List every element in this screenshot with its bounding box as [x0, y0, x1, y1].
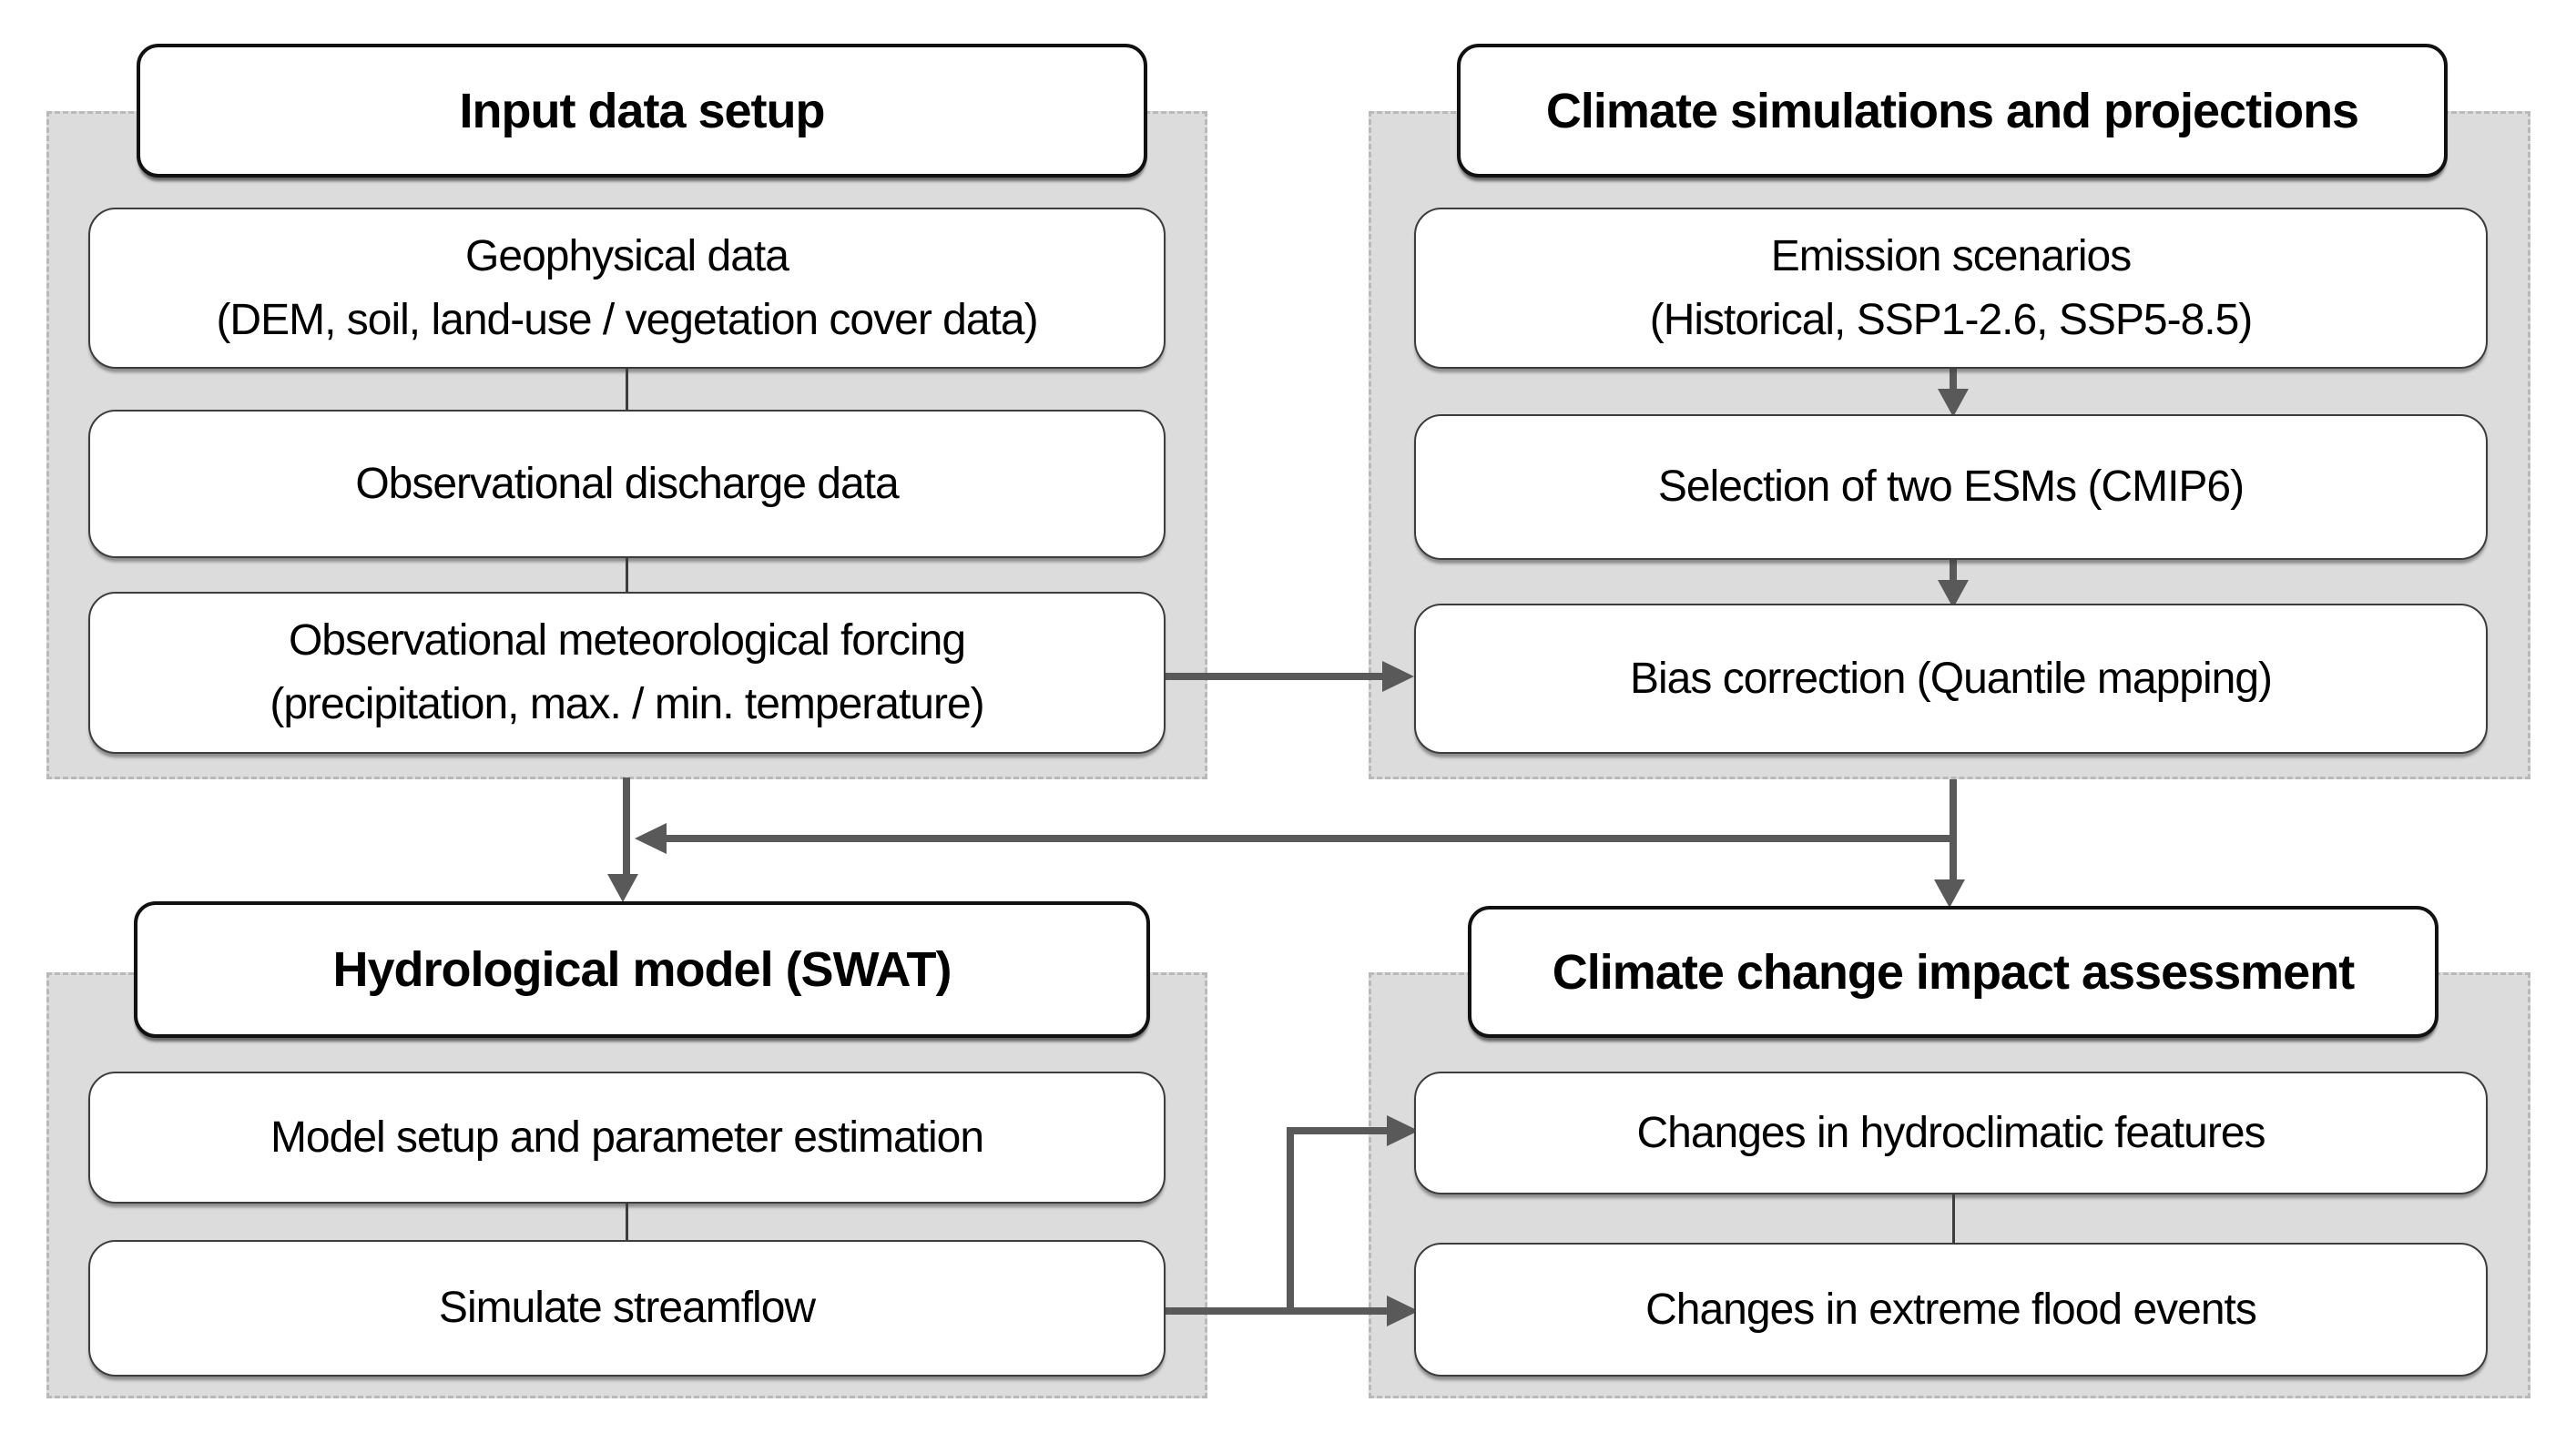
- box-emission-scenarios-line2: (Historical, SSP1-2.6, SSP5-8.5): [1649, 295, 2254, 344]
- box-model-setup-label: Model setup and parameter estimation: [270, 1113, 984, 1162]
- arrow-esm-to-bias-line: [1950, 558, 1957, 580]
- box-emission-scenarios-line1: Emission scenarios: [1770, 231, 2132, 280]
- arrow-climate-to-impact-line: [1950, 779, 1957, 879]
- box-esm-selection: Selection of two ESMs (CMIP6): [1414, 414, 2488, 560]
- arrow-input-to-hydro-head-icon: [607, 874, 638, 902]
- arrow-esm-to-bias-head-icon: [1938, 580, 1969, 608]
- box-emission-scenarios: Emission scenarios (Historical, SSP1-2.6…: [1414, 208, 2488, 369]
- title-climate-simulations: Climate simulations and projections: [1457, 44, 2448, 178]
- arrow-climate-to-impact-head-icon: [1934, 879, 1965, 908]
- arrow-emission-to-esm-head-icon: [1938, 389, 1969, 417]
- box-flood-changes: Changes in extreme flood events: [1414, 1243, 2488, 1377]
- box-simulate-streamflow: Simulate streamflow: [88, 1240, 1166, 1377]
- arrow-simulate-to-hydroclimatic-line: [1287, 1127, 1387, 1134]
- connector-geophysical-to-discharge: [626, 369, 628, 410]
- title-hydrological-model: Hydrological model (SWAT): [134, 901, 1150, 1038]
- box-observational-discharge: Observational discharge data: [88, 410, 1166, 558]
- box-meteorological-forcing: Observational meteorological forcing (pr…: [88, 592, 1166, 754]
- box-bias-correction-label: Bias correction (Quantile mapping): [1629, 654, 2273, 703]
- box-flood-changes-label: Changes in extreme flood events: [1645, 1285, 2257, 1334]
- arrow-forcing-to-bias-head-icon: [1382, 661, 1414, 692]
- box-model-setup: Model setup and parameter estimation: [88, 1072, 1166, 1204]
- connector-modelsetup-to-simulate: [626, 1204, 628, 1240]
- connector-discharge-to-forcing: [626, 558, 628, 592]
- box-geophysical-data-line1: Geophysical data: [465, 231, 789, 280]
- box-meteorological-forcing-line2: (precipitation, max. / min. temperature): [270, 680, 984, 728]
- arrow-simulate-branch-vertical-line: [1287, 1127, 1294, 1315]
- arrow-simulate-to-flood-head-icon: [1387, 1296, 1419, 1326]
- arrow-climate-to-hydro-line: [665, 835, 1957, 842]
- box-geophysical-data-line2: (DEM, soil, land-use / vegetation cover …: [216, 295, 1038, 344]
- title-input-data-setup-label: Input data setup: [459, 83, 826, 138]
- arrow-climate-to-hydro-head-icon: [635, 823, 667, 854]
- box-meteorological-forcing-line1: Observational meteorological forcing: [288, 616, 966, 666]
- title-input-data-setup: Input data setup: [137, 44, 1147, 178]
- box-observational-discharge-label: Observational discharge data: [355, 459, 899, 508]
- box-simulate-streamflow-label: Simulate streamflow: [438, 1284, 816, 1333]
- box-geophysical-data: Geophysical data (DEM, soil, land-use / …: [88, 208, 1166, 369]
- title-impact-assessment-label: Climate change impact assessment: [1552, 944, 2355, 1000]
- box-hydroclimatic-changes: Changes in hydroclimatic features: [1414, 1072, 2488, 1194]
- box-bias-correction: Bias correction (Quantile mapping): [1414, 604, 2488, 754]
- box-esm-selection-label: Selection of two ESMs (CMIP6): [1657, 462, 2245, 512]
- title-climate-simulations-label: Climate simulations and projections: [1545, 83, 2359, 138]
- connector-hydroclimatic-to-flood: [1952, 1194, 1955, 1243]
- arrow-forcing-to-bias-line: [1166, 673, 1382, 680]
- arrow-simulate-to-flood-line: [1166, 1307, 1387, 1315]
- arrow-simulate-to-hydroclimatic-head-icon: [1387, 1115, 1419, 1146]
- arrow-emission-to-esm-line: [1950, 367, 1957, 389]
- title-impact-assessment: Climate change impact assessment: [1468, 906, 2439, 1038]
- title-hydrological-model-label: Hydrological model (SWAT): [332, 942, 952, 997]
- box-hydroclimatic-changes-label: Changes in hydroclimatic features: [1636, 1108, 2265, 1157]
- arrow-input-to-hydro-line: [623, 777, 630, 874]
